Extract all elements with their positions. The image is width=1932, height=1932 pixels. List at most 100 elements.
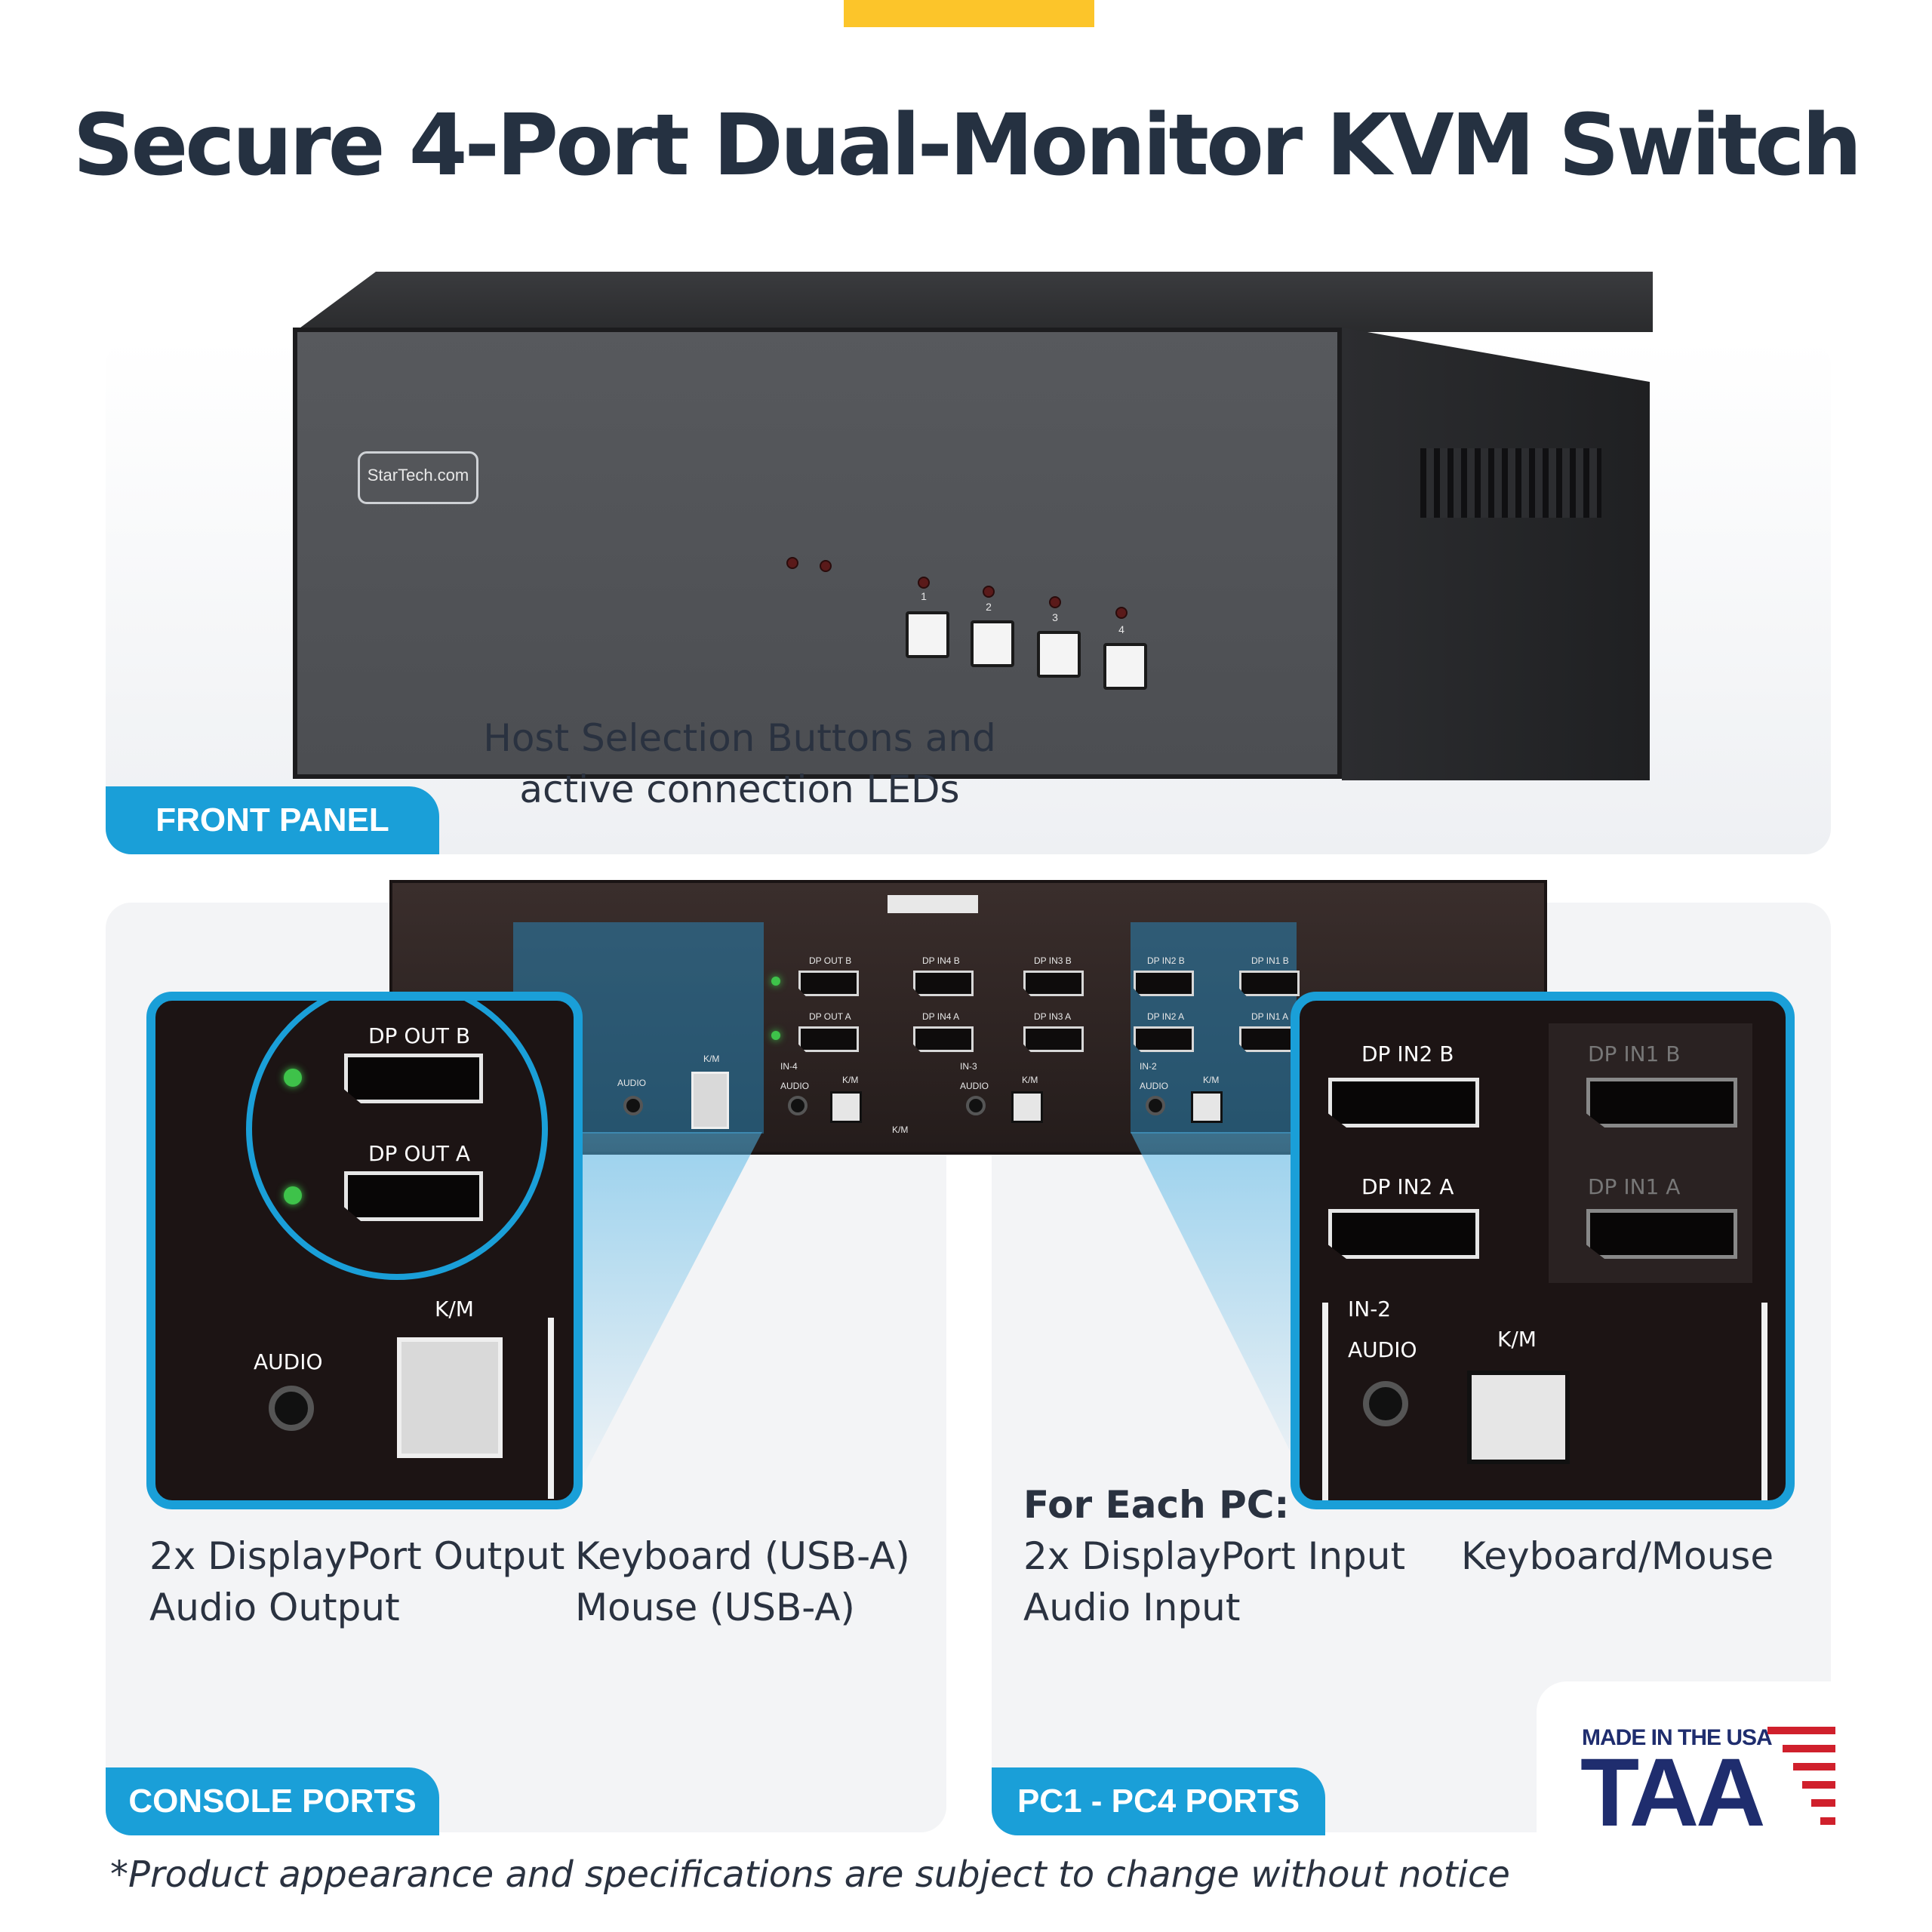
taa-text: TAA (1580, 1739, 1766, 1847)
rear-green-led (771, 1031, 780, 1040)
zoom-dp-out-a-label: DP OUT A (368, 1141, 471, 1166)
zoom-dp-out-b-port (344, 1054, 483, 1103)
page-title: Secure 4-Port Dual-Monitor KVM Switch (72, 97, 1863, 195)
kvm-top-surface (294, 272, 1653, 332)
rear-label-strip (888, 895, 978, 913)
console-zoom-box: DP OUT B DP OUT A K/M AUDIO (146, 992, 583, 1509)
rear-dp-in4-b-label: DP IN4 B (922, 955, 960, 966)
caption-line: 2x DisplayPort Input (1023, 1534, 1406, 1578)
host-number: 4 (1118, 623, 1124, 635)
rear-km-label-2: K/M (892, 1124, 909, 1135)
host-select-button-1[interactable] (906, 611, 949, 658)
rear-dp-out-a (798, 1026, 859, 1052)
caption-line: active connection LEDs (519, 768, 960, 811)
rear-dp-in3-b (1023, 971, 1084, 996)
pc-caption-heading: For Each PC: (1023, 1483, 1290, 1527)
rear-in2-km-label: K/M (1203, 1075, 1220, 1085)
rear-dp-in2-b (1134, 971, 1194, 996)
host-led-2 (983, 586, 995, 598)
rear-dp-in1-a-label: DP IN1 A (1251, 1011, 1289, 1022)
rear-in2-audio-label: AUDIO (1140, 1081, 1169, 1091)
caption-line: Audio Input (1023, 1586, 1241, 1629)
rear-dp-in4-a (913, 1026, 974, 1052)
zoom-dp-out-a-port (344, 1171, 483, 1221)
host-number: 3 (1052, 611, 1058, 623)
console-caption-col2: Keyboard (USB-A) Mouse (USB-A) (575, 1531, 910, 1633)
dp-out-b-led (284, 1069, 302, 1087)
caption-line: Keyboard/Mouse (1461, 1534, 1774, 1578)
rear-in3-audio-label: AUDIO (960, 1081, 989, 1091)
front-panel-caption: Host Selection Buttons and active connec… (453, 712, 1026, 815)
zoom-audio-label: AUDIO (254, 1349, 323, 1374)
zoom-km-label: K/M (435, 1297, 474, 1321)
zoom-audio-jack (269, 1386, 314, 1431)
caption-line: Host Selection Buttons and (483, 716, 996, 760)
zoom-divider (1322, 1303, 1328, 1500)
rear-in2-audio-jack (1146, 1096, 1165, 1115)
rear-in3-label: IN-3 (960, 1061, 977, 1072)
rear-dp-in4-b (913, 971, 974, 996)
rear-audio-label: AUDIO (617, 1078, 647, 1088)
host-number: 1 (921, 590, 927, 602)
pc-caption-col1: 2x DisplayPort Input Audio Input (1023, 1531, 1405, 1633)
rear-in4-usb-b (830, 1091, 862, 1123)
zoom-dp-in2-b-label: DP IN2 B (1361, 1041, 1454, 1066)
taa-made-in-usa: MADE IN THE USA (1582, 1725, 1773, 1750)
console-caption-col1: 2x DisplayPort Output Audio Output (149, 1531, 565, 1633)
accent-bar (844, 0, 1094, 27)
brand-logo: StarTech.com (358, 451, 478, 504)
kvm-front-face (293, 328, 1342, 779)
rear-dp-in1-b-label: DP IN1 B (1251, 955, 1289, 966)
zoom-usb-a-port (397, 1337, 503, 1458)
rear-dp-in2-b-label: DP IN2 B (1147, 955, 1185, 966)
rear-dp-in2-a (1134, 1026, 1194, 1052)
rear-in4-audio-jack (788, 1096, 808, 1115)
rear-in4-label: IN-4 (780, 1061, 798, 1072)
rear-dp-out-a-label: DP OUT A (809, 1011, 851, 1022)
host-led-4 (1115, 607, 1128, 619)
zoom-km-label: K/M (1497, 1327, 1537, 1352)
rear-console-usb-a (691, 1072, 729, 1129)
rear-in3-km-label: K/M (1022, 1075, 1038, 1085)
rear-dp-in4-a-label: DP IN4 A (922, 1011, 960, 1022)
rear-dp-in3-b-label: DP IN3 B (1034, 955, 1072, 966)
rear-green-led (771, 977, 780, 986)
zoom-divider (1761, 1303, 1767, 1500)
zoom-dp-in1-b-port (1586, 1078, 1737, 1128)
caption-line: 2x DisplayPort Output (149, 1534, 565, 1578)
kvm-side-vents (1420, 448, 1601, 518)
zoom-dp-in1-b-label: DP IN1 B (1588, 1041, 1681, 1066)
rear-dp-in2-a-label: DP IN2 A (1147, 1011, 1185, 1022)
rear-dp-in3-a-label: DP IN3 A (1034, 1011, 1072, 1022)
status-led (820, 560, 832, 572)
host-select-button-2[interactable] (971, 620, 1014, 667)
front-panel-tab: FRONT PANEL (106, 786, 439, 854)
caption-line: Audio Output (149, 1586, 400, 1629)
rear-dp-out-b (798, 971, 859, 996)
rear-km-label: K/M (703, 1054, 720, 1064)
rear-in4-audio-label: AUDIO (780, 1081, 810, 1091)
rear-dp-in1-b (1239, 971, 1300, 996)
rear-in3-usb-b (1011, 1091, 1043, 1123)
flag-stripes-icon (1767, 1727, 1835, 1832)
rear-dp-in3-a (1023, 1026, 1084, 1052)
zoom-audio-jack (1363, 1381, 1408, 1426)
pc-zoom-box: DP IN2 B DP IN1 B DP IN2 A DP IN1 A IN-2… (1291, 992, 1795, 1509)
rear-in4-km-label: K/M (842, 1075, 859, 1085)
caption-line: Keyboard (USB-A) (575, 1534, 910, 1578)
zoom-dp-out-b-label: DP OUT B (368, 1023, 471, 1048)
zoom-divider (548, 1318, 554, 1499)
rear-in2-usb-b (1191, 1091, 1223, 1123)
zoom-dp-in1-a-label: DP IN1 A (1588, 1174, 1681, 1199)
rear-in3-audio-jack (966, 1096, 986, 1115)
kvm-side-surface (1342, 328, 1650, 780)
zoom-dp-in2-a-port (1328, 1209, 1479, 1259)
host-select-button-4[interactable] (1103, 643, 1147, 690)
caption-line: Mouse (USB-A) (575, 1586, 855, 1629)
footnote: *Product appearance and specifications a… (110, 1854, 1510, 1896)
console-ports-tab: CONSOLE PORTS (106, 1767, 439, 1835)
pc-ports-tab: PC1 - PC4 PORTS (992, 1767, 1325, 1835)
host-select-button-3[interactable] (1037, 631, 1081, 678)
zoom-dp-in1-a-port (1586, 1209, 1737, 1259)
zoom-dp-in2-a-label: DP IN2 A (1361, 1174, 1454, 1199)
